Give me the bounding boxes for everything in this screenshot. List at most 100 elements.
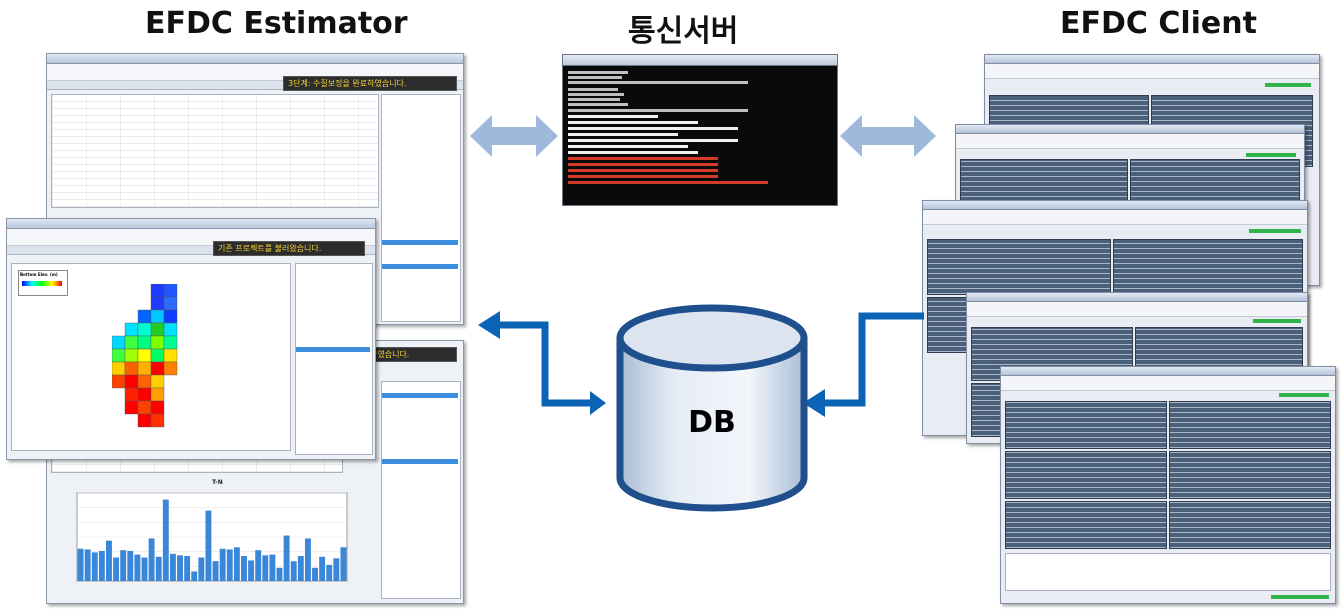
map-area: Bottom Elev. (m) [11,263,291,451]
map-cell [150,309,165,324]
tn-bar [333,558,340,581]
map-cell [137,374,152,389]
client-to-db-arrowhead [803,389,825,417]
tn-bar [205,510,212,581]
tn-bar [219,548,226,581]
client-window-5 [1000,366,1336,604]
estimator-status-bottom-text: 하였습니다. [370,350,410,359]
map-cell [150,335,165,350]
tn-bar [77,548,84,581]
estimator-server-double-arrow [470,115,558,157]
server-heading: 통신서버 [628,14,739,49]
map-cell [163,322,178,337]
estimator-window-back: 3단계: 수질보정을 완료하였습니다. [46,53,464,325]
tn-bar [177,555,183,581]
map-cell [163,335,178,350]
map-cell [112,335,126,350]
tn-bar-chart [76,492,348,582]
tn-bar [113,557,120,581]
map-cell [163,309,178,324]
map-legend: Bottom Elev. (m) [18,270,68,296]
map-cell [137,413,152,428]
tn-bar [269,554,276,581]
tn-bar [255,550,262,581]
tn-bar [212,561,219,581]
map-cell [150,361,165,376]
map-cell [124,400,139,415]
map-cell [124,387,139,402]
map-cell [112,374,126,389]
map-cell [150,296,165,311]
tn-bar [141,557,148,581]
tn-bar [297,556,304,581]
tn-bar [134,554,141,581]
estimator-status-front-text: 기존 프로젝트를 불러왔습니다. [218,244,322,253]
tn-bar [319,556,326,581]
db-label: DB [688,405,736,440]
tn-bar [84,549,91,581]
estimator-status-back: 3단계: 수질보정을 완료하였습니다. [283,76,457,91]
estimator-heading: EFDC Estimator [145,6,408,41]
tn-bar [241,556,247,581]
map-cell [150,413,165,428]
tn-bar [169,553,176,581]
estimator-front-list [295,263,373,455]
estimator-window-front: 기존 프로젝트를 불러왔습니다. Bottom Elev. (m) [6,218,376,460]
map-cell [163,296,178,311]
tn-bar [276,567,283,581]
map-cell [150,374,165,389]
client-heading: EFDC Client [1060,6,1257,41]
db-to-estimator-arrow [494,321,598,407]
tn-bar [326,564,333,581]
map-cell [112,361,126,376]
tn-plot-title: T-N [212,479,223,486]
tn-bar [226,549,233,581]
map-legend-title: Bottom Elev. (m) [20,272,58,277]
estimator-status-bottom: 하였습니다. [365,347,457,362]
map-cell [137,309,152,324]
tn-bar [155,556,162,581]
tn-bar [127,550,134,581]
tn-bar [304,538,311,581]
map-cell [150,284,165,298]
estimator-connection-list [381,94,461,322]
tn-bar [198,557,205,581]
map-cell [137,322,152,337]
estimator-log-list [381,381,461,599]
map-cell [163,361,178,376]
server-console-window [562,54,838,206]
estimator-status-back-text: 3단계: 수질보정을 완료하였습니다. [288,79,407,88]
map-cell [124,361,139,376]
map-cell [112,348,126,363]
map-cell [137,400,152,415]
map-legend-colorbar [22,281,62,286]
map-cell [124,374,139,389]
db-cylinder: DB [616,304,808,512]
tn-bar [262,555,269,581]
map-cell [124,348,139,363]
tn-bar [120,550,127,581]
map-cell [150,322,165,337]
map-cell [150,400,165,415]
tn-bar [162,499,169,581]
tn-bar [233,547,240,581]
map-cell [137,361,152,376]
db-to-estimator-arrowhead [478,311,500,339]
tn-bar [91,552,98,581]
tn-bar [340,547,347,581]
client-to-db-arrow [820,312,924,407]
grid-map [112,284,178,428]
tn-bar [248,560,255,581]
estimator-status-front: 기존 프로젝트를 불러왔습니다. [213,241,365,256]
tn-bar [148,538,155,581]
map-cell [137,348,152,363]
tn-bar [290,561,297,581]
map-cell [150,387,165,402]
tn-bar [98,550,105,581]
map-cell [163,284,178,298]
tn-bar [184,556,191,581]
map-cell [163,348,178,363]
tn-bar [283,535,290,581]
map-cell [137,387,152,402]
map-cell [150,348,165,363]
